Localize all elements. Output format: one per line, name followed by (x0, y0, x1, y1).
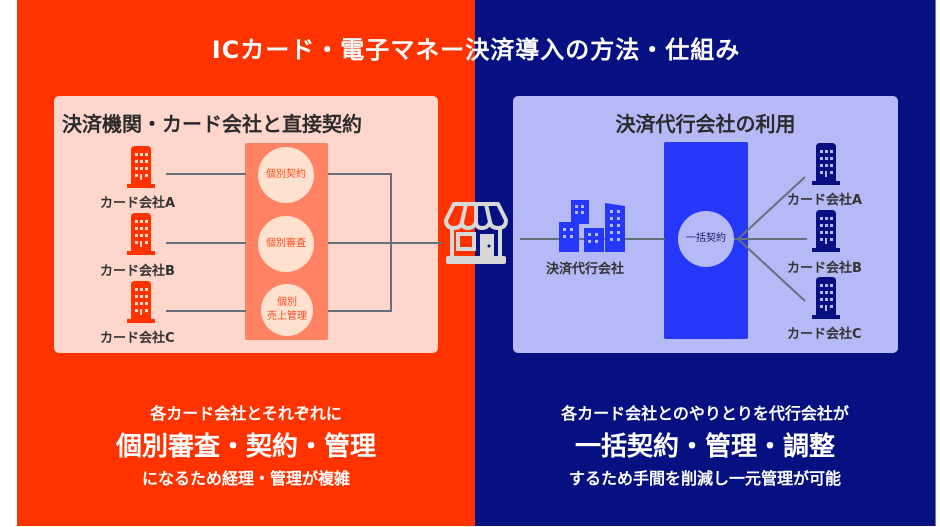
card-company-b-label: カード会社B (787, 261, 862, 276)
connector-line (166, 242, 246, 244)
summary-line-3: するため手間を削減し一元管理が可能 (568, 469, 841, 488)
payment-agent-summary: 各カード会社とのやりとりを代行会社が 一括契約・管理・調整 するため手間を削減し… (475, 400, 935, 489)
payment-agent-label: 決済代行会社 (546, 262, 625, 277)
page-title: ICカード・電子マネー決済導入の方法・仕組み (211, 36, 741, 64)
building-icon (812, 143, 840, 185)
connector-line (328, 173, 391, 175)
step-individual-sales-management: 個別 売上管理 (261, 284, 313, 336)
connector-line (328, 310, 391, 312)
step-individual-review: 個別審査 (258, 216, 314, 272)
connector-line (328, 242, 391, 244)
building-icon (127, 281, 155, 323)
summary-line-2: 個別審査・契約・管理 (115, 432, 376, 462)
office-buildings-icon (559, 200, 625, 252)
card-company-a-label: カード会社A (100, 196, 176, 211)
connector-line (166, 310, 246, 312)
card-company-a-label: カード会社A (787, 193, 863, 208)
summary-line-2: 一括契約・管理・調整 (574, 432, 835, 462)
building-icon (812, 210, 840, 252)
card-company-c-label: カード会社C (787, 327, 862, 342)
summary-line-1: 各カード会社とのやりとりを代行会社が (561, 404, 849, 423)
direct-contract-summary: 各カード会社とそれぞれに 個別審査・契約・管理 になるため経理・管理が複雑 (17, 400, 475, 489)
summary-line-1: 各カード会社とそれぞれに (150, 404, 342, 423)
card-company-c-label: カード会社C (100, 331, 175, 346)
connector-line (390, 242, 442, 244)
building-icon (812, 277, 840, 319)
payment-agent-heading: 決済代行会社の利用 (615, 112, 796, 136)
step-bulk-contract: 一括契約 (678, 211, 734, 267)
card-company-b-label: カード会社B (100, 264, 175, 279)
direct-contract-heading: 決済機関・カード会社と直接契約 (62, 112, 362, 136)
shop-icon (444, 202, 508, 264)
building-icon (127, 213, 155, 255)
step-individual-contract: 個別契約 (258, 147, 314, 203)
fan-out-lines (737, 176, 807, 302)
summary-line-3: になるため経理・管理が複雑 (141, 469, 350, 488)
building-icon (127, 146, 155, 188)
connector-line (166, 173, 246, 175)
